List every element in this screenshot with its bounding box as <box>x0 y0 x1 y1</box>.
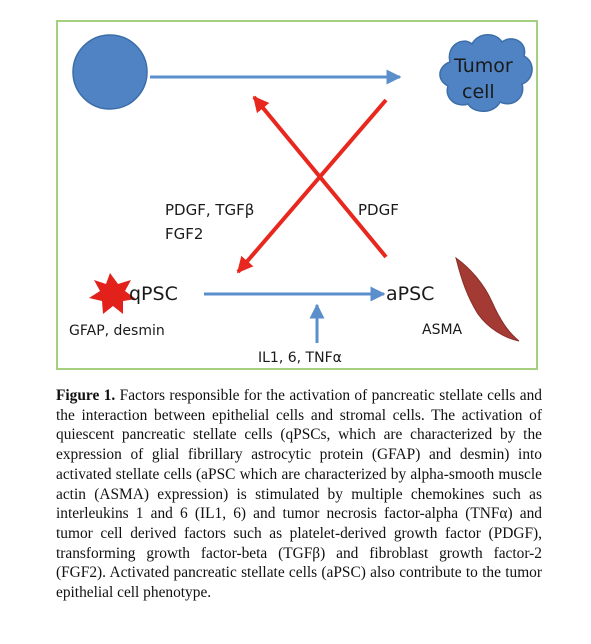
tumor-cell-label-line1: Tumor <box>453 55 513 77</box>
epithelial-cell-circle <box>72 34 148 110</box>
arrow-tumor-to-qpsc <box>236 98 388 274</box>
diagram-canvas: Tumor cell PDGF, TGFβ FGF2 PDGF qPSC GFA… <box>69 34 533 366</box>
apsc-label: aPSC <box>386 283 434 305</box>
tumor-cell-cloud: Tumor cell <box>439 34 533 112</box>
figure-panel: Tumor cell PDGF, TGFβ FGF2 PDGF qPSC GFA… <box>56 20 538 370</box>
label-pdgf-tgfb-fgf2-line1: PDGF, TGFβ <box>165 201 254 219</box>
figure-caption: Figure 1. Factors responsible for the ac… <box>56 386 542 603</box>
apsc-markers-label: ASMA <box>422 322 463 338</box>
label-pdgf-tgfb-fgf2-line2: FGF2 <box>165 225 203 243</box>
stimuli-label: IL1, 6, TNFα <box>258 350 342 366</box>
apsc-leaf-icon <box>455 256 520 342</box>
figure-label: Figure 1. <box>56 387 116 404</box>
qpsc-label: qPSC <box>129 283 178 305</box>
caption-text: Factors responsible for the activation o… <box>56 387 542 602</box>
label-pdgf: PDGF <box>358 201 399 219</box>
qpsc-star-icon <box>89 273 136 314</box>
qpsc-markers-label: GFAP, desmin <box>69 323 165 339</box>
tumor-cell-label-line2: cell <box>462 81 495 103</box>
